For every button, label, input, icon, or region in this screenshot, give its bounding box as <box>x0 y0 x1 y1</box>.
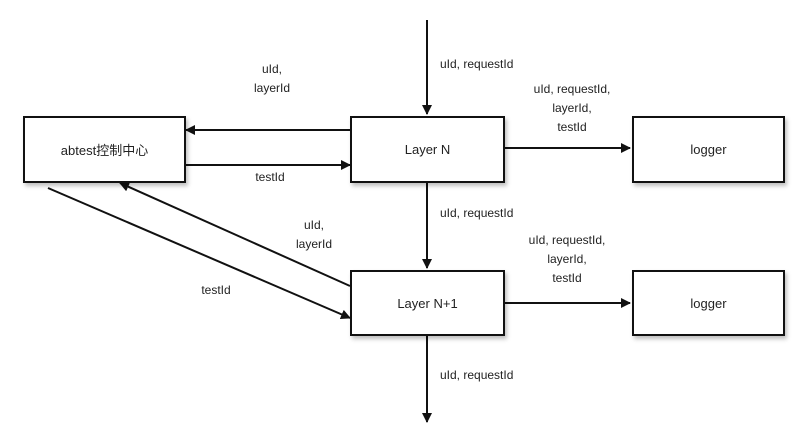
label-layer-n-to-abtest: uId, layerId <box>240 60 304 98</box>
label-line: uId, <box>261 62 282 76</box>
node-logger-2: logger <box>632 270 785 336</box>
label-layer-n-to-logger: uId, requestId, layerId, testId <box>520 80 624 137</box>
arrow-layer-n1-to-abtest <box>119 182 351 287</box>
label-abtest-to-layer-n1: testId <box>184 281 248 300</box>
label-line: uId, requestId, <box>528 233 606 247</box>
node-layer-n: Layer N <box>350 116 505 183</box>
label-line: uId, requestId <box>440 206 514 220</box>
label-layer-n1-to-logger: uId, requestId, layerId, testId <box>515 231 619 288</box>
node-logger-1: logger <box>632 116 785 183</box>
label-line: uId, requestId <box>440 57 514 71</box>
label-abtest-to-layer-n: testId <box>238 168 302 187</box>
label-line: layerId <box>295 237 333 251</box>
label-line: layerId, <box>552 101 592 115</box>
label-layer-n-to-layer-n1: uId, requestId <box>440 204 513 223</box>
node-layer-n1: Layer N+1 <box>350 270 505 336</box>
label-line: testId <box>557 120 587 134</box>
label-line: testId <box>201 283 231 297</box>
label-line: testId <box>255 170 285 184</box>
node-abtest: abtest控制中心 <box>23 116 186 183</box>
arrow-abtest-to-layer-n1 <box>47 187 351 320</box>
label-line: uId, requestId, <box>533 82 611 96</box>
label-bottom-out: uId, requestId <box>440 366 513 385</box>
label-line: layerId, <box>547 252 587 266</box>
label-top-in: uId, requestId <box>440 55 513 74</box>
label-line: uId, <box>303 218 324 232</box>
label-layer-n1-to-abtest: uId, layerId <box>282 216 346 254</box>
label-line: layerId <box>253 81 291 95</box>
label-line: testId <box>552 271 582 285</box>
label-line: uId, requestId <box>440 368 514 382</box>
